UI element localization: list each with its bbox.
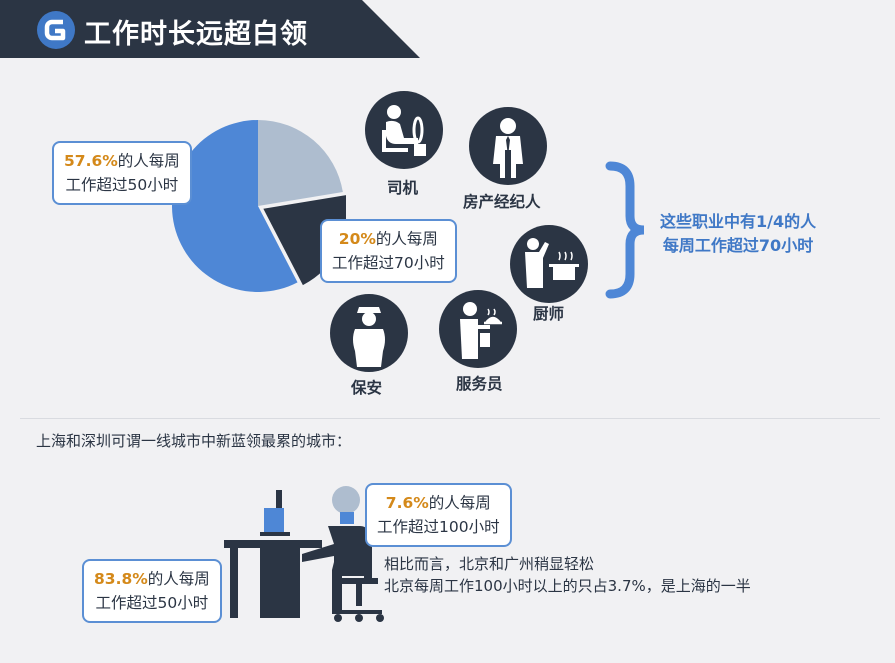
occupation-summary: 这些职业中有1/4的人 每周工作超过70小时: [660, 210, 816, 258]
pie-small-pct: 20%: [338, 230, 376, 248]
pie-callout-main-line1: 57.6%的人每周: [64, 149, 180, 173]
brand-logo-icon: [37, 11, 75, 49]
pie-callout-small-line1: 20%的人每周: [332, 227, 445, 251]
pie-callout-small-line2: 工作超过70小时: [332, 254, 445, 272]
pie-main-pct: 57.6%: [64, 152, 118, 170]
section-divider: [20, 418, 880, 419]
security-guard-icon: [330, 294, 408, 372]
comparison-note: 相比而言，北京和广州稍显轻松 北京每周工作100小时以上的只占3.7%，是上海的…: [384, 553, 751, 597]
worker-left-text: 的人每周: [147, 570, 210, 588]
pie-callout-main: 57.6%的人每周 工作超过50小时: [52, 141, 192, 205]
section-title: 上海和深圳可谓一线城市中新蓝领最累的城市：: [36, 432, 352, 450]
pie-callout-main-line2: 工作超过50小时: [65, 176, 179, 194]
driver-icon: [365, 91, 443, 169]
pie-slice-rest: [258, 120, 343, 206]
worker-callout-top-line2: 工作超过100小时: [377, 518, 500, 536]
worker-top-text: 的人每周: [428, 494, 491, 512]
work-hours-pie-chart: [172, 120, 346, 292]
pie-callout-small: 20%的人每周 工作超过70小时: [320, 219, 457, 283]
role-label-driver: 司机: [387, 179, 419, 197]
summary-line1: 这些职业中有1/4的人: [660, 212, 817, 231]
role-label-chef: 厨师: [533, 305, 565, 323]
role-label-real-estate-agent: 房产经纪人: [463, 193, 541, 211]
worker-top-pct: 7.6%: [385, 494, 429, 512]
page-title: 工作时长远超白领: [84, 19, 308, 50]
worker-left-pct: 83.8%: [94, 570, 148, 588]
chef-icon: [510, 225, 588, 303]
comparison-note-line2: 北京每周工作100小时以上的只占3.7%，是上海的一半: [384, 577, 751, 595]
role-label-security-guard: 保安: [351, 379, 383, 397]
worker-callout-top: 7.6%的人每周 工作超过100小时: [365, 483, 512, 547]
brace-icon: [605, 161, 645, 299]
pie-small-text: 的人每周: [375, 230, 438, 248]
waiter-icon: [439, 290, 517, 368]
pie-main-text: 的人每周: [117, 152, 180, 170]
worker-callout-left: 83.8%的人每周 工作超过50小时: [82, 559, 222, 623]
summary-line2: 每周工作超过70小时: [662, 236, 814, 255]
comparison-note-line1: 相比而言，北京和广州稍显轻松: [384, 555, 595, 573]
pie-slice-main: [172, 120, 298, 292]
worker-callout-left-line1: 83.8%的人每周: [94, 567, 210, 591]
real-estate-agent-icon: [469, 107, 547, 185]
worker-callout-top-line1: 7.6%的人每周: [377, 491, 500, 515]
office-worker-icon: [224, 486, 384, 622]
worker-callout-left-line2: 工作超过50小时: [95, 594, 209, 612]
role-label-waiter: 服务员: [456, 375, 503, 393]
